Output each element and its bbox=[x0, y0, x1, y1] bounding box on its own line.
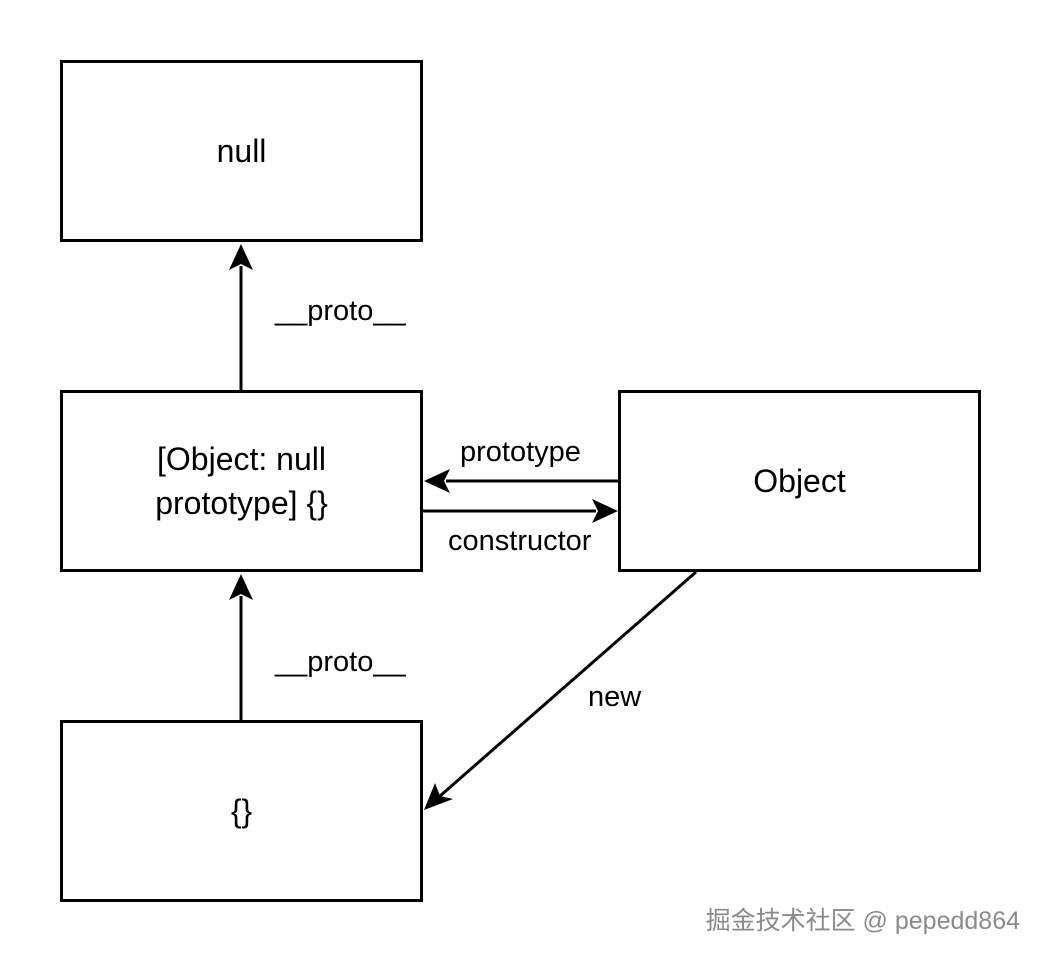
node-empty-object: {} bbox=[60, 720, 423, 902]
node-null-label: null bbox=[216, 133, 267, 169]
node-object-constructor-label: Object bbox=[753, 463, 846, 499]
edge-proto-from-empty bbox=[229, 574, 253, 720]
watermark: 掘金技术社区 @ pepedd864 bbox=[705, 907, 1020, 935]
arrowhead-left-icon bbox=[424, 469, 450, 493]
node-null-prototype-object: [Object: null prototype] {} bbox=[60, 390, 423, 572]
arrowhead-up-icon bbox=[229, 574, 253, 600]
arrowhead-right-icon bbox=[592, 499, 618, 523]
edge-label-proto-lower: __proto__ bbox=[275, 645, 406, 679]
edge-label-prototype: prototype bbox=[460, 435, 581, 469]
node-object-constructor: Object bbox=[618, 390, 981, 572]
arrowhead-down-left-icon bbox=[424, 783, 453, 810]
node-empty-object-label: {} bbox=[230, 793, 253, 829]
edge-prototype bbox=[424, 469, 619, 493]
edge-proto-to-null bbox=[229, 244, 253, 390]
edge-new bbox=[424, 570, 697, 810]
edge-label-new: new bbox=[588, 680, 642, 714]
node-null: null bbox=[60, 60, 423, 242]
edge-label-proto-upper: __proto__ bbox=[275, 294, 406, 328]
edge-constructor bbox=[422, 499, 618, 523]
edge-label-constructor: constructor bbox=[448, 524, 592, 558]
node-null-prototype-object-label: [Object: null prototype] {} bbox=[155, 441, 328, 521]
arrowhead-up-icon bbox=[229, 244, 253, 270]
